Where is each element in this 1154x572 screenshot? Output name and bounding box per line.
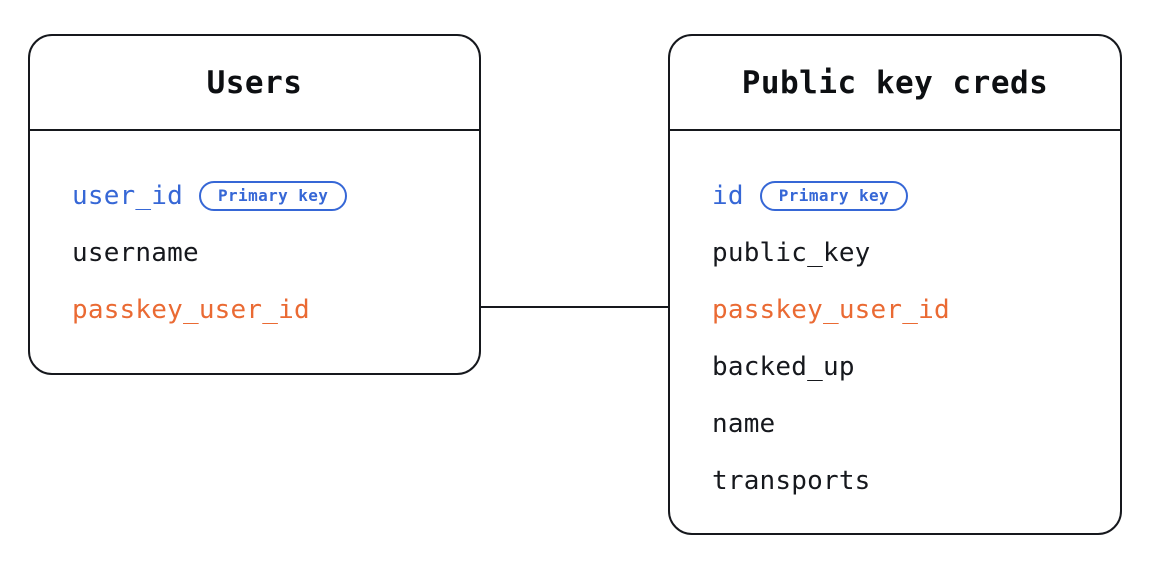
field-row-name[interactable]: name — [670, 395, 1120, 452]
field-row-backed-up[interactable]: backed_up — [670, 338, 1120, 395]
entity-field-list-public-key-creds: id Primary key public_key passkey_user_i… — [670, 131, 1120, 533]
entity-card-users[interactable]: Users user_id Primary key username passk… — [28, 34, 481, 375]
field-row-user-id[interactable]: user_id Primary key — [30, 167, 479, 224]
field-name: name — [712, 408, 776, 439]
field-name: user_id — [72, 180, 183, 211]
relationship-connector-line[interactable] — [481, 306, 668, 308]
field-name: public_key — [712, 237, 871, 268]
entity-title: Public key creds — [741, 64, 1049, 101]
field-name: id — [712, 180, 744, 211]
field-name: passkey_user_id — [72, 294, 310, 325]
field-name: transports — [712, 465, 871, 496]
field-row-username[interactable]: username — [30, 224, 479, 281]
field-row-passkey-user-id[interactable]: passkey_user_id — [30, 281, 479, 338]
entity-card-public-key-creds[interactable]: Public key creds id Primary key public_k… — [668, 34, 1122, 535]
entity-header-public-key-creds: Public key creds — [670, 36, 1120, 131]
entity-title: Users — [206, 64, 303, 101]
entity-header-users: Users — [30, 36, 479, 131]
field-name: backed_up — [712, 351, 855, 382]
field-name: passkey_user_id — [712, 294, 950, 325]
entity-field-list-users: user_id Primary key username passkey_use… — [30, 131, 479, 373]
field-row-id[interactable]: id Primary key — [670, 167, 1120, 224]
primary-key-badge: Primary key — [198, 180, 348, 211]
field-name: username — [72, 237, 199, 268]
field-row-transports[interactable]: transports — [670, 452, 1120, 509]
field-row-passkey-user-id[interactable]: passkey_user_id — [670, 281, 1120, 338]
field-row-public-key[interactable]: public_key — [670, 224, 1120, 281]
primary-key-badge: Primary key — [759, 180, 909, 211]
